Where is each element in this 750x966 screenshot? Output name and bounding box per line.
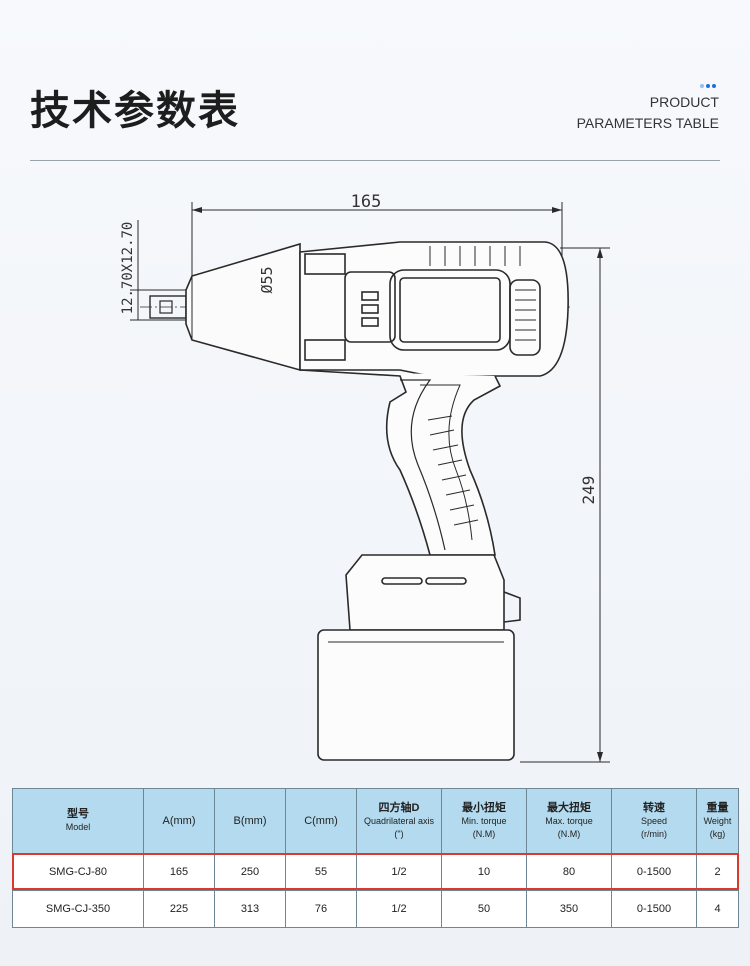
cell-a: 165	[143, 853, 215, 891]
table-row: SMG-CJ-350 225 313 76 1/2 50 350 0-1500 …	[12, 890, 739, 928]
cell-speed: 0-1500	[611, 890, 697, 928]
cell-weight: 4	[696, 890, 739, 928]
cell-c: 55	[285, 853, 357, 891]
cell-min-torque: 10	[441, 853, 527, 891]
page-title: 技术参数表	[30, 88, 240, 134]
impact-wrench-drawing: 165 249 12.70X12.70 Ø55	[120, 192, 610, 763]
cell-square-drive: 1/2	[356, 890, 442, 928]
cell-model: SMG-CJ-80	[12, 853, 144, 891]
dimension-height: 249	[579, 476, 598, 505]
cell-a: 225	[143, 890, 215, 928]
col-header-c: C(mm)	[285, 788, 357, 854]
dimension-width: 165	[351, 192, 382, 212]
cell-min-torque: 50	[441, 890, 527, 928]
col-header-b: B(mm)	[214, 788, 286, 854]
page-subtitle: PRODUCT PARAMETERS TABLE	[577, 92, 719, 134]
dimension-square-drive: 12.70X12.70	[120, 222, 136, 315]
cell-max-torque: 80	[526, 853, 612, 891]
col-header-a: A(mm)	[143, 788, 215, 854]
subtitle-line-2: PARAMETERS TABLE	[576, 115, 719, 131]
header-divider	[30, 160, 720, 161]
subtitle-line-1: PRODUCT	[649, 94, 719, 110]
cell-b: 313	[214, 890, 286, 928]
cell-square-drive: 1/2	[356, 853, 442, 891]
cell-weight: 2	[696, 853, 739, 891]
dimension-diameter: Ø55	[258, 266, 276, 293]
cell-max-torque: 350	[526, 890, 612, 928]
cell-b: 250	[214, 853, 286, 891]
table-row: SMG-CJ-80 165 250 55 1/2 10 80 0-1500 2	[12, 853, 739, 891]
cell-model: SMG-CJ-350	[12, 890, 144, 928]
cell-speed: 0-1500	[611, 853, 697, 891]
cell-c: 76	[285, 890, 357, 928]
decorative-dots	[700, 73, 718, 92]
